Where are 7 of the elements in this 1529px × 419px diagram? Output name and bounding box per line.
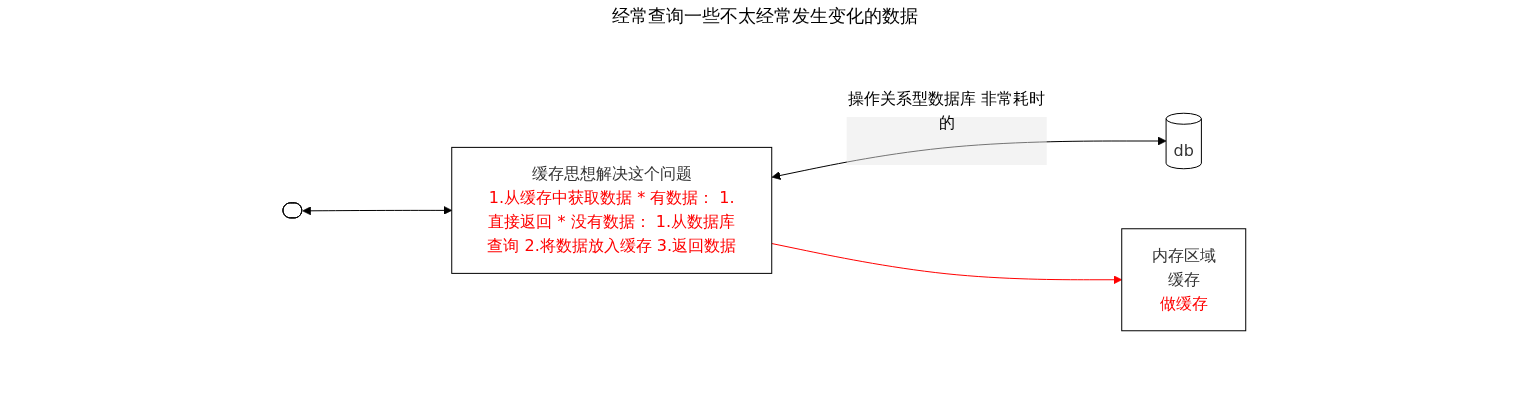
node-box: 缓存思想解决这个问题 1.从缓存中获取数据 * 有数据： 1.直接返回 * 没有数据： 1.从数据库查询 2.将数据放入缓存 3.返回数据 xyxy=(451,146,773,274)
edge-label: 操作关系型数据库 非常耗时的 xyxy=(848,89,1046,132)
node-box: 内存区域 缓存 做缓存 xyxy=(1121,228,1247,332)
arrow xyxy=(771,243,1123,285)
arrow xyxy=(771,136,1167,180)
arrow xyxy=(302,206,453,216)
diagram-title: 经常查询一些不太经常发生变化的数据 xyxy=(610,4,919,28)
